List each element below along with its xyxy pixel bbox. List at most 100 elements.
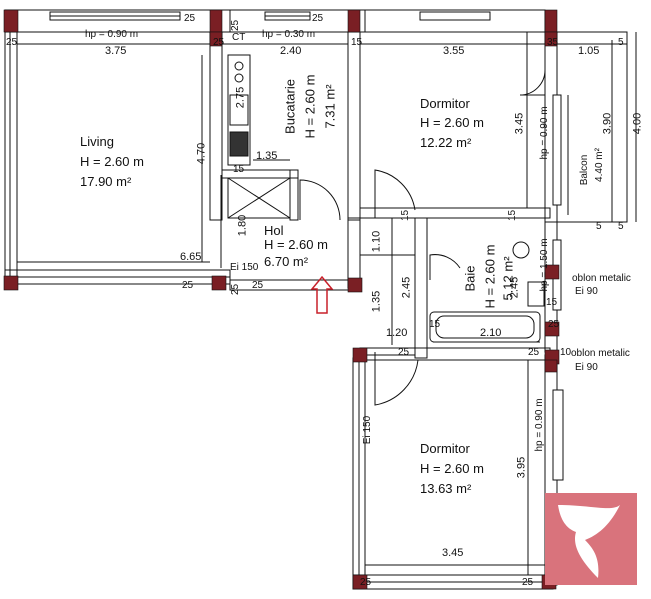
- hp-kitchen: hp = 0.30 m: [262, 29, 316, 40]
- dim-245a: 2.45: [400, 276, 413, 299]
- baie-name: Baie: [462, 265, 478, 292]
- w5-c: 5: [596, 221, 602, 232]
- hp-bed2: hp = 0.90 m: [534, 398, 545, 452]
- w25-j: 25: [398, 347, 410, 358]
- balcon-name: Balcon: [579, 154, 590, 186]
- dim-390: 3.90: [601, 112, 614, 135]
- window-bed2: [552, 389, 564, 481]
- dim-345a: 3.45: [513, 112, 526, 135]
- dim-665: 6.65: [180, 251, 202, 263]
- bucatarie-name: Bucatarie: [282, 79, 298, 134]
- hp-bed1: hp = 0.90 m: [539, 106, 550, 160]
- w25-h: 25: [252, 280, 264, 291]
- kitchen-counter: [227, 54, 251, 166]
- ei150-a: Ei 150: [230, 262, 259, 273]
- w25-b: 25: [184, 13, 196, 24]
- dim-375: 3.75: [105, 45, 127, 57]
- w10: 10: [560, 347, 572, 358]
- wall-kitchen-bed1: [347, 31, 361, 221]
- entrance-arrow: [310, 275, 334, 314]
- w15-b: 15: [233, 164, 245, 175]
- hp-bath: hp = 1.50 m: [539, 238, 550, 292]
- oblon-1: oblon metalic: [572, 273, 631, 284]
- dim-400: 4.00: [631, 112, 644, 135]
- dim-180: 1.80: [236, 214, 249, 237]
- wall-bath-bottom: [359, 347, 551, 361]
- column-5: [544, 9, 558, 33]
- column-6: [544, 31, 558, 47]
- baie-height: H = 2.60 m: [482, 244, 498, 309]
- dim-120: 1.20: [386, 327, 408, 339]
- dormitor2-area: 13.63 m²: [420, 481, 472, 496]
- dim-275: 2.75: [234, 86, 247, 109]
- w25-d: 25: [230, 19, 241, 31]
- balcony-door: [552, 94, 562, 206]
- w5-b: 5: [618, 221, 624, 232]
- columns: [3, 9, 560, 590]
- column-11: [544, 321, 560, 337]
- dormitor2-name: Dormitor: [420, 441, 470, 456]
- w25-l: 25: [360, 577, 372, 588]
- oblon-2: oblon metalic: [571, 348, 630, 359]
- column-2: [209, 9, 223, 33]
- ct-label: CT: [232, 32, 246, 43]
- door-bed1: [374, 169, 416, 218]
- w15-a: 15: [351, 37, 363, 48]
- dormitor2-height: H = 2.60 m: [420, 461, 484, 476]
- w15-f: 15: [546, 297, 558, 308]
- balcon-area: 4.40 m²: [594, 148, 605, 182]
- w25-g: 25: [230, 283, 241, 295]
- ei90-b: Ei 90: [575, 362, 598, 373]
- door-bath: [429, 254, 461, 280]
- living-height: H = 2.60 m: [80, 154, 144, 169]
- bucatarie-height: H = 2.60 m: [302, 74, 318, 139]
- column-4: [347, 9, 361, 33]
- door-balcony: [519, 69, 546, 96]
- window-bed1: [419, 11, 491, 21]
- dim-210: 2.10: [480, 327, 502, 339]
- dim-105: 1.05: [578, 45, 600, 57]
- w5-a: 5: [618, 37, 624, 48]
- column-1: [3, 9, 19, 33]
- dim-345b: 3.45: [442, 547, 464, 559]
- w25-c: 25: [213, 37, 225, 48]
- wall-hall-right: [347, 217, 361, 289]
- w25-i: 25: [548, 319, 560, 330]
- bucatarie-area: 7.31 m²: [322, 84, 338, 129]
- wall-living-kitchen: [209, 31, 223, 221]
- w25-m: 25: [522, 577, 534, 588]
- w25-f: 25: [182, 280, 194, 291]
- column-10: [544, 264, 560, 280]
- door-bed2: [374, 352, 419, 406]
- hp-living: hp = 0.90 m: [85, 29, 139, 40]
- dim-355: 3.55: [443, 45, 465, 57]
- column-14: [544, 359, 558, 373]
- dim-135a: 1.35: [256, 150, 278, 162]
- dormitor1-name: Dormitor: [420, 96, 470, 111]
- column-8: [211, 275, 227, 291]
- door-kitchen: [299, 179, 341, 221]
- w25-e: 25: [312, 13, 324, 24]
- hol-name: Hol: [264, 223, 284, 238]
- dim-110: 1.10: [370, 230, 383, 253]
- wall-left: [4, 31, 18, 283]
- ei150-b: Ei 150: [362, 415, 373, 445]
- hol-area: 6.70 m²: [264, 254, 309, 269]
- column-12: [352, 347, 368, 363]
- column-15: [352, 574, 368, 590]
- wall-bed1-bottom: [359, 207, 551, 219]
- living-name: Living: [80, 134, 114, 149]
- ei90-a: Ei 90: [575, 286, 598, 297]
- w15-d: 15: [507, 209, 518, 221]
- column-7: [3, 275, 19, 291]
- w35: 35: [547, 37, 559, 48]
- dim-135b: 1.35: [370, 290, 383, 313]
- column-9: [347, 277, 363, 293]
- column-3: [209, 31, 223, 47]
- hol-height: H = 2.60 m: [264, 237, 328, 252]
- w15-c: 15: [400, 209, 411, 221]
- dim-395: 3.95: [515, 456, 528, 479]
- dim-240: 2.40: [280, 45, 302, 57]
